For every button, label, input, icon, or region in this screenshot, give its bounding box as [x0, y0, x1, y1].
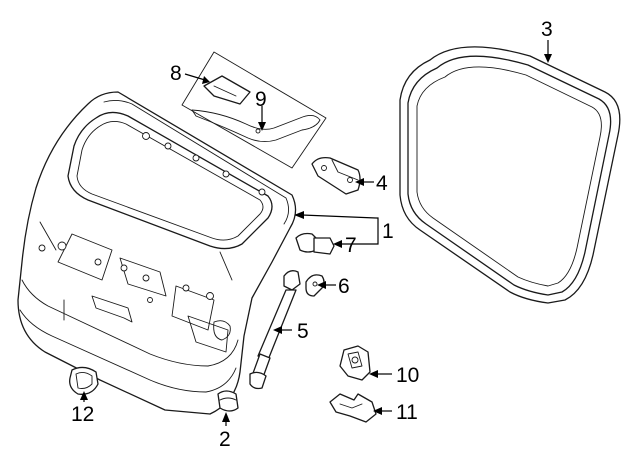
callout-10: 10	[396, 364, 419, 387]
callout-2: 2	[219, 428, 231, 451]
callout-12: 12	[71, 403, 94, 426]
part-2-plug	[217, 390, 239, 412]
part-12-cap	[69, 366, 99, 395]
part-1-liftgate	[17, 91, 297, 415]
callout-1: 1	[382, 220, 394, 243]
part-4-hinge	[311, 156, 361, 195]
callout-4: 4	[376, 172, 388, 195]
callout-9: 9	[255, 88, 267, 111]
callout-7: 7	[345, 234, 357, 257]
callout-11: 11	[396, 401, 418, 424]
part-10-latch	[339, 345, 371, 381]
callout-labels: 3 8 9 4 1 7 6 5 10 11 12 2	[71, 18, 553, 451]
callout-8: 8	[170, 62, 182, 85]
callout-3: 3	[541, 18, 553, 41]
part-5-gas-strut	[249, 270, 301, 390]
part-11-latch-bracket	[329, 393, 377, 423]
callout-5: 5	[297, 320, 309, 343]
callout-6: 6	[338, 275, 350, 298]
leader-lines	[80, 40, 552, 426]
part-9-wire-harness	[191, 109, 321, 143]
part-3-weatherstrip	[399, 46, 621, 304]
part-7-bumper	[295, 232, 335, 255]
part-6-bracket	[305, 274, 325, 297]
part-8-license-lamp-panel	[181, 51, 327, 169]
